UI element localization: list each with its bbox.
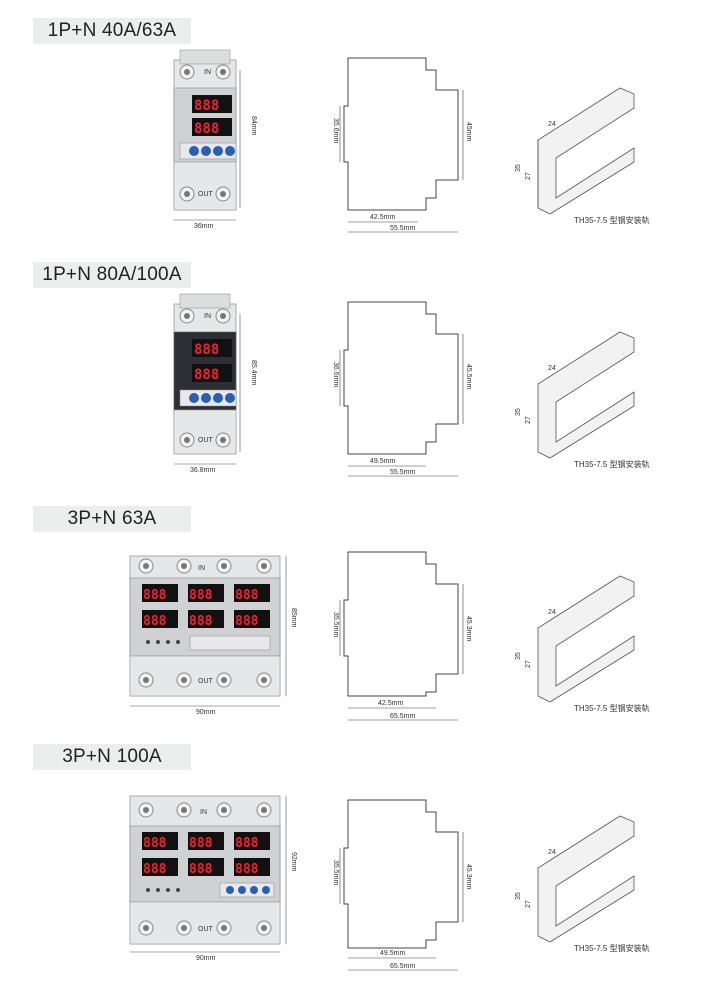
front-view: IN 888 888 888 888 888 888 OUT 85mm 90mm bbox=[129, 555, 297, 716]
section-title: 1P+N 40A/63A bbox=[33, 18, 191, 44]
svg-text:888: 888 bbox=[143, 614, 167, 629]
svg-text:TH35-7.5 型钢安装轨: TH35-7.5 型钢安装轨 bbox=[574, 703, 650, 713]
svg-text:888: 888 bbox=[235, 836, 259, 851]
svg-text:55.5mm: 55.5mm bbox=[390, 225, 415, 232]
svg-text:27: 27 bbox=[525, 900, 532, 908]
svg-text:888: 888 bbox=[235, 588, 259, 603]
svg-text:IN: IN bbox=[204, 313, 211, 320]
side-view: 35.6mm 45mm 42.5mm 55.5mm bbox=[332, 57, 472, 233]
svg-text:888: 888 bbox=[194, 121, 219, 137]
svg-text:888: 888 bbox=[235, 862, 259, 877]
svg-text:888: 888 bbox=[189, 836, 213, 851]
svg-text:IN: IN bbox=[200, 809, 207, 816]
svg-text:OUT: OUT bbox=[198, 678, 214, 685]
svg-text:65.5mm: 65.5mm bbox=[390, 713, 415, 720]
svg-text:85.4mm: 85.4mm bbox=[250, 360, 257, 385]
svg-text:49.5mm: 49.5mm bbox=[380, 950, 405, 957]
svg-text:35: 35 bbox=[515, 164, 522, 172]
svg-text:42.5mm: 42.5mm bbox=[370, 214, 395, 221]
svg-text:888: 888 bbox=[189, 862, 213, 877]
svg-text:OUT: OUT bbox=[198, 926, 214, 933]
svg-text:85mm: 85mm bbox=[290, 608, 297, 628]
svg-text:24: 24 bbox=[548, 609, 556, 616]
front-view: IN 888 888 888 888 888 888 OUT 92mm 90mm bbox=[129, 795, 297, 962]
din-rail: 24 35 27 TH35-7.5 型钢安装轨 bbox=[515, 87, 650, 225]
svg-text:45.3mm: 45.3mm bbox=[465, 864, 472, 889]
svg-text:888: 888 bbox=[143, 862, 167, 877]
svg-text:888: 888 bbox=[194, 342, 219, 358]
svg-text:24: 24 bbox=[548, 365, 556, 372]
section-title: 3P+N 100A bbox=[33, 744, 191, 770]
side-view: 35.5mm 45.3mm 42.5mm 65.5mm bbox=[332, 551, 472, 721]
svg-text:35: 35 bbox=[515, 892, 522, 900]
svg-text:888: 888 bbox=[143, 588, 167, 603]
svg-text:888: 888 bbox=[235, 614, 259, 629]
svg-text:35.5mm: 35.5mm bbox=[332, 612, 339, 637]
svg-text:888: 888 bbox=[189, 588, 213, 603]
svg-text:36.8mm: 36.8mm bbox=[190, 467, 215, 474]
svg-text:42.5mm: 42.5mm bbox=[378, 700, 403, 707]
svg-text:27: 27 bbox=[525, 660, 532, 668]
svg-text:27: 27 bbox=[525, 416, 532, 424]
svg-text:27: 27 bbox=[525, 172, 532, 180]
din-rail: 24 35 27 TH35-7.5 型钢安装轨 bbox=[515, 575, 650, 713]
svg-text:TH35-7.5 型钢安装轨: TH35-7.5 型钢安装轨 bbox=[574, 215, 650, 225]
svg-text:24: 24 bbox=[548, 121, 556, 128]
svg-text:55.5mm: 55.5mm bbox=[390, 469, 415, 476]
svg-text:888: 888 bbox=[143, 836, 167, 851]
svg-text:35: 35 bbox=[515, 408, 522, 416]
svg-text:49.5mm: 49.5mm bbox=[370, 458, 395, 465]
svg-text:IN: IN bbox=[198, 565, 205, 572]
svg-text:92mm: 92mm bbox=[290, 852, 297, 872]
svg-text:35.5mm: 35.5mm bbox=[332, 860, 339, 885]
svg-text:OUT: OUT bbox=[198, 437, 214, 444]
svg-text:888: 888 bbox=[194, 98, 219, 114]
svg-text:36mm: 36mm bbox=[194, 223, 214, 230]
section-title: 1P+N 80A/100A bbox=[33, 262, 191, 288]
svg-text:36.6mm: 36.6mm bbox=[332, 362, 339, 387]
svg-text:35: 35 bbox=[515, 652, 522, 660]
svg-text:84mm: 84mm bbox=[250, 116, 257, 136]
svg-text:65.5mm: 65.5mm bbox=[390, 963, 415, 970]
side-view: 36.6mm 45.5mm 49.5mm 55.5mm bbox=[332, 301, 472, 477]
section-3p-63a: 3P+N 63A IN 888 888 888 888 888 888 OUT … bbox=[0, 498, 711, 734]
section-1p-40a: 1P+N 40A/63A IN 888 888 OUT 84mm 36mm 35… bbox=[0, 10, 711, 246]
svg-text:45.3mm: 45.3mm bbox=[465, 616, 472, 641]
front-view: IN 888 888 OUT 84mm 36mm bbox=[173, 49, 257, 230]
svg-text:OUT: OUT bbox=[198, 191, 214, 198]
din-rail: 24 35 27 TH35-7.5 型钢安装轨 bbox=[515, 815, 650, 953]
section-1p-80a: 1P+N 80A/100A IN 888 888 OUT 85.4mm 36.8… bbox=[0, 254, 711, 490]
svg-text:90mm: 90mm bbox=[196, 955, 216, 962]
section-3p-100a: 3P+N 100A IN 888 888 888 888 888 888 OUT… bbox=[0, 736, 711, 972]
svg-text:45mm: 45mm bbox=[465, 122, 472, 142]
front-view: IN 888 888 OUT 85.4mm 36.8mm bbox=[173, 293, 257, 474]
section-title: 3P+N 63A bbox=[33, 506, 191, 532]
svg-text:888: 888 bbox=[194, 367, 219, 383]
svg-text:90mm: 90mm bbox=[196, 709, 216, 716]
svg-text:TH35-7.5 型钢安装轨: TH35-7.5 型钢安装轨 bbox=[574, 943, 650, 953]
svg-text:45.5mm: 45.5mm bbox=[465, 364, 472, 389]
din-rail: 24 35 27 TH35-7.5 型钢安装轨 bbox=[515, 331, 650, 469]
svg-text:888: 888 bbox=[189, 614, 213, 629]
svg-text:35.6mm: 35.6mm bbox=[332, 118, 339, 143]
side-view: 35.5mm 45.3mm 49.5mm 65.5mm bbox=[332, 799, 472, 971]
svg-text:IN: IN bbox=[204, 69, 211, 76]
svg-text:24: 24 bbox=[548, 849, 556, 856]
svg-text:TH35-7.5 型钢安装轨: TH35-7.5 型钢安装轨 bbox=[574, 459, 650, 469]
